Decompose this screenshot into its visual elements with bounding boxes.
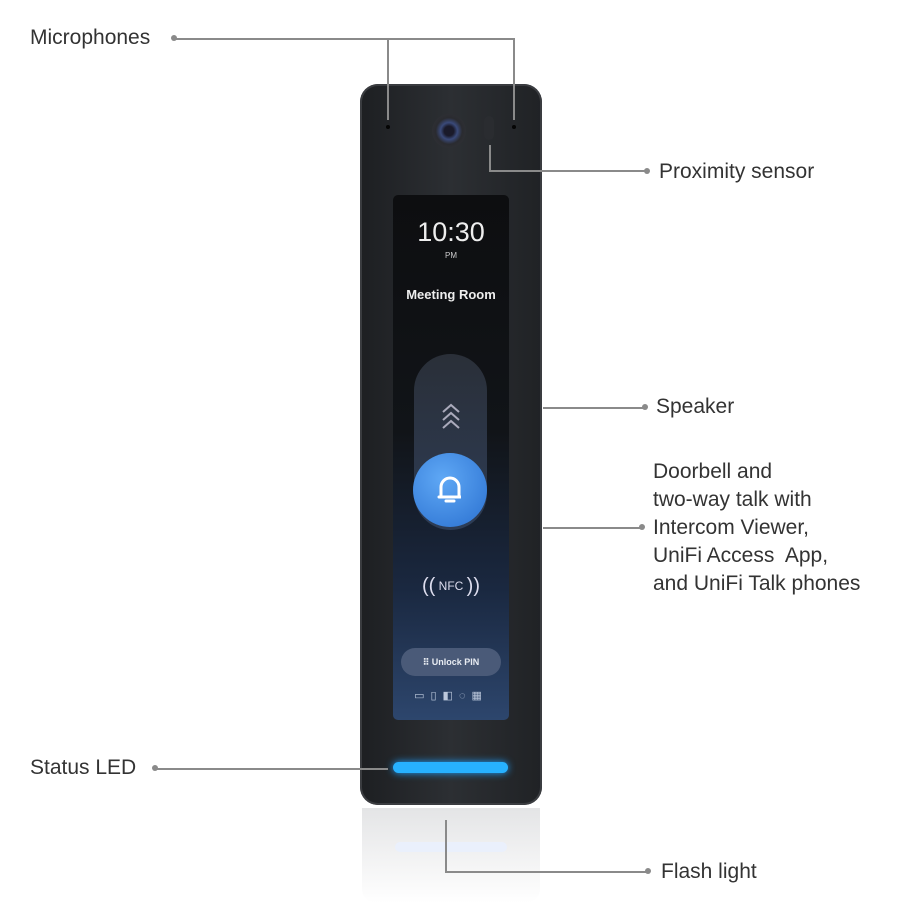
status-led	[393, 762, 508, 773]
face-icon: ◌	[458, 690, 472, 702]
keypad-icon: ⠿	[422, 657, 430, 667]
nfc-label: NFC	[438, 579, 464, 593]
callout-dot	[645, 868, 651, 874]
qr-icon: ▦	[471, 690, 488, 702]
device-screen: 10:30 PM Meeting Room (( NFC )) ⠿ Unlock…	[393, 195, 509, 720]
camera-icon	[432, 114, 466, 148]
doorbell-line: and UniFi Talk phones	[653, 572, 861, 595]
microphone-right	[512, 125, 516, 129]
label-doorbell: Doorbell and two-way talk with Intercom …	[653, 458, 860, 598]
callout-dot	[639, 524, 645, 530]
label-proximity-sensor: Proximity sensor	[659, 160, 815, 183]
callout-dot	[644, 168, 650, 174]
doorbell-line: Doorbell and	[653, 460, 773, 483]
unlock-pin-label: Unlock PIN	[431, 657, 480, 667]
callout-line	[174, 38, 514, 40]
unlock-pin-button[interactable]: ⠿ Unlock PIN	[401, 648, 501, 676]
callout-line	[445, 820, 447, 872]
label-speaker: Speaker	[656, 395, 735, 418]
tap-phone-icon: ◧	[442, 690, 459, 702]
doorbell-line: two-way talk with	[653, 488, 812, 511]
chevrons-up-icon	[442, 403, 460, 429]
callout-line	[513, 38, 515, 120]
label-flash-light: Flash light	[661, 860, 757, 883]
device-reflection	[362, 808, 540, 903]
doorbell-button[interactable]	[413, 453, 487, 527]
label-microphones: Microphones	[30, 26, 151, 49]
callout-line	[543, 407, 645, 409]
callout-line	[445, 871, 648, 873]
doorbell-line: UniFi Access App,	[653, 544, 829, 567]
microphone-left	[386, 125, 390, 129]
phone-icon: ▯	[430, 690, 443, 702]
label-status-led: Status LED	[30, 756, 137, 779]
flash-light	[395, 842, 507, 852]
callout-line	[489, 145, 491, 171]
callout-dot	[642, 404, 648, 410]
room-name: Meeting Room	[406, 287, 496, 302]
nfc-indicator: (( NFC ))	[421, 575, 480, 597]
callout-line	[155, 768, 388, 770]
callout-line	[543, 527, 642, 529]
callout-line	[489, 170, 647, 172]
clock-ampm: PM	[445, 251, 457, 260]
card-icon: ▭	[414, 690, 431, 702]
callout-line	[387, 38, 389, 120]
doorbell-line: Intercom Viewer,	[653, 516, 810, 539]
proximity-sensor	[484, 116, 494, 140]
clock-time: 10:30	[417, 217, 485, 247]
bell-icon	[437, 476, 461, 503]
credential-icons: ▭▯◧◌▦	[393, 689, 509, 702]
